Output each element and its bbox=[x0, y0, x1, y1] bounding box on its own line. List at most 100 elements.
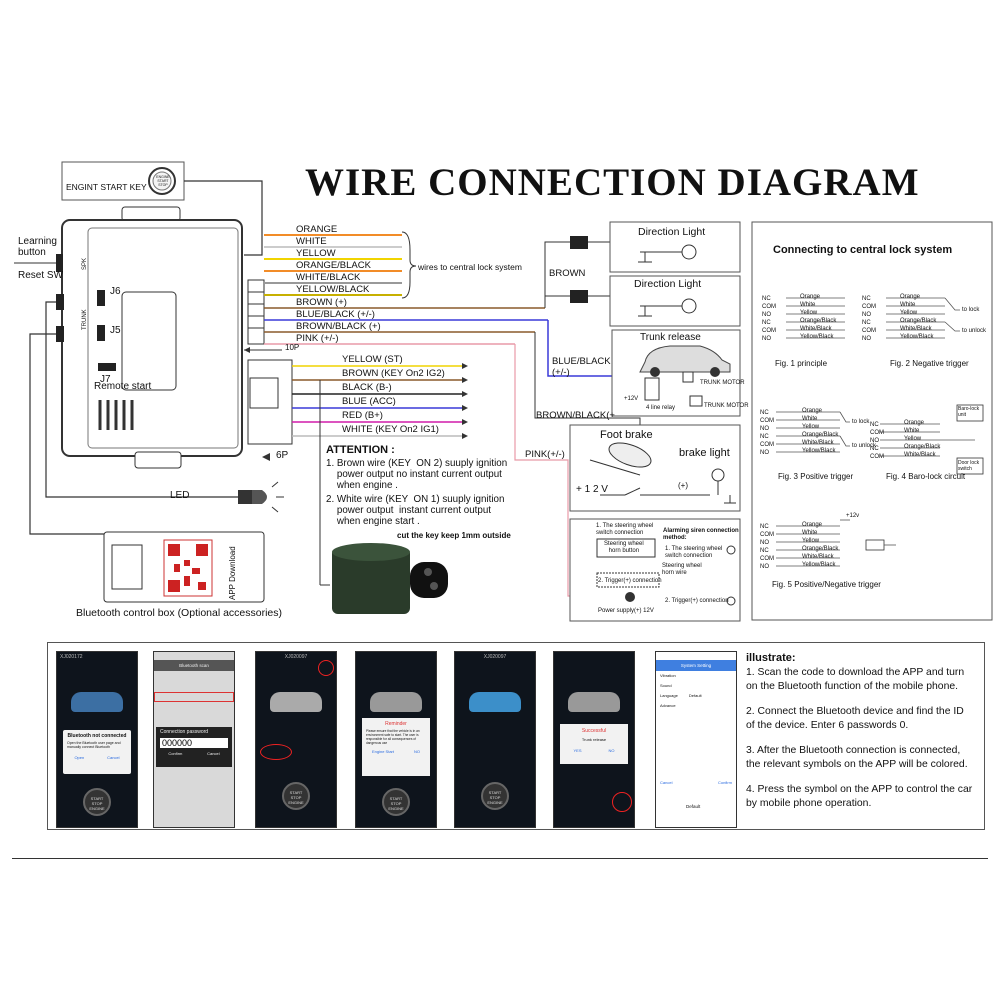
settings-language[interactable]: Language Default bbox=[660, 693, 702, 698]
fig2-caption: Fig. 2 Negative trigger bbox=[890, 359, 969, 368]
siren-box bbox=[569, 518, 741, 622]
foot-brake-box bbox=[569, 424, 741, 512]
settings-sound[interactable]: Sound bbox=[660, 683, 672, 688]
attention-title: ATTENTION : bbox=[326, 444, 395, 456]
illustrate-step-1: 1. Scan the code to download the APP and… bbox=[746, 667, 965, 692]
open-button[interactable]: Open bbox=[74, 755, 85, 760]
attention-2: 2. White wire (KEY ON 1) suuply ignition… bbox=[326, 494, 505, 527]
four-line-relay-label: 4 line relay bbox=[646, 405, 676, 411]
method-1-radio bbox=[726, 545, 736, 555]
phone-screen-4: Reminder Please ensure that the vehicle … bbox=[355, 651, 437, 828]
trunk-motor-icon bbox=[689, 395, 703, 407]
illustrate-section: illustrate: 1. Scan the code to download… bbox=[746, 652, 973, 809]
start-stop-button[interactable]: START STOP ENGINE bbox=[282, 782, 310, 810]
fig4-diagram bbox=[880, 404, 984, 475]
wire-blue-acc-label: BLUE (ACC) bbox=[342, 396, 396, 407]
siren-sw-conn: 1. The steering wheel switch connection bbox=[596, 523, 654, 536]
illustrate-step-3: 3. After the Bluetooth connection is con… bbox=[746, 745, 968, 770]
illustrate-step-4: 4. Press the symbol on the APP to contro… bbox=[746, 784, 973, 809]
default-option[interactable]: Default bbox=[686, 804, 701, 809]
phone-screen-5: XJ020097 START STOP ENGINE bbox=[454, 651, 536, 828]
fig5-diagram bbox=[776, 519, 896, 567]
confirm-button[interactable]: Confirm bbox=[168, 751, 183, 756]
foot-brake-label: Foot brake bbox=[600, 429, 653, 441]
siren-icon bbox=[625, 592, 635, 602]
siren-method-2: 2. Trigger(+) connection bbox=[665, 598, 729, 604]
remote-start-label: Remote start bbox=[94, 381, 152, 392]
bottom-divider bbox=[12, 858, 988, 859]
engine-key-label: ENGINT START KEY bbox=[66, 182, 147, 192]
password-input[interactable]: 000000 bbox=[160, 738, 228, 748]
car-image bbox=[568, 692, 620, 712]
bulb-icon bbox=[638, 244, 697, 263]
j7-label: J7 bbox=[100, 374, 111, 385]
car-image bbox=[71, 692, 123, 712]
learning-button-port bbox=[56, 254, 63, 272]
no-button[interactable]: NO bbox=[413, 749, 420, 754]
fig5-caption: Fig. 5 Positive/Negative trigger bbox=[772, 580, 881, 589]
bulb-icon bbox=[638, 298, 697, 317]
direction-light-box-2 bbox=[609, 275, 741, 327]
wire-white-label: WHITE bbox=[296, 236, 327, 247]
cancel-button[interactable]: Cancel bbox=[207, 751, 220, 756]
blue-black-label: BLUE/BLACK (+/-) bbox=[552, 356, 611, 378]
cut-key-note: cut the key keep 1mm outside bbox=[397, 531, 511, 540]
direction-connector-2 bbox=[570, 290, 588, 303]
cancel-button[interactable]: Cancel bbox=[107, 755, 120, 760]
module-tab-top bbox=[121, 206, 181, 222]
fig2-diagram bbox=[886, 297, 960, 339]
phone-screen-3: XJ020097 START STOP ENGINE bbox=[255, 651, 337, 828]
lock-wires-note: wires to central lock system bbox=[418, 262, 522, 272]
password-dialog: Connection password 000000 Confirm Cance… bbox=[156, 727, 232, 767]
engine-start-button[interactable]: Engine Start bbox=[371, 749, 394, 754]
brake-plus-label: (+) bbox=[678, 481, 688, 490]
siren-horn-wire: Steering wheel horn wire bbox=[662, 563, 702, 576]
page-title: WIRE CONNECTION DIAGRAM bbox=[305, 161, 920, 204]
yes-button[interactable]: YES bbox=[573, 748, 582, 753]
central-lock-title: Connecting to central lock system bbox=[773, 244, 953, 256]
fig1-caption: Fig. 1 principle bbox=[775, 359, 828, 368]
wire-brown-black-label: BROWN/BLACK (+) bbox=[296, 321, 381, 332]
settings-advance[interactable]: Advance bbox=[660, 703, 676, 708]
start-stop-button[interactable]: START STOP ENGINE bbox=[481, 782, 509, 810]
car-image bbox=[370, 692, 422, 712]
conn-10p-label: 10P bbox=[285, 343, 300, 352]
cancel-button[interactable]: Cancel bbox=[660, 780, 673, 785]
fig2-to-lock: to lock bbox=[962, 307, 980, 313]
fig1-diagram bbox=[786, 297, 845, 339]
selected-device bbox=[154, 692, 234, 702]
brown-label: BROWN bbox=[549, 268, 586, 279]
trunk-release-label: Trunk release bbox=[640, 332, 701, 343]
wire-black-label: BLACK (B-) bbox=[342, 382, 392, 393]
baro-unit-label: Baro-lock unit bbox=[958, 406, 980, 418]
settings-vibration[interactable]: Vibration bbox=[660, 673, 676, 678]
fig3-to-unlock: to unlock bbox=[852, 443, 877, 449]
fig5-plus12v: +12v bbox=[846, 513, 860, 519]
wire-orange-black-label: ORANGE/BLACK bbox=[296, 260, 371, 271]
phone-screen-1: XJ020172 Bluetooth not connected Open th… bbox=[56, 651, 138, 828]
start-stop-button[interactable]: START STOP ENGINE bbox=[382, 788, 410, 816]
trunk-motor-label: TRUNK MOTOR bbox=[700, 380, 745, 386]
reminder-dialog: Reminder Please ensure that the vehicle … bbox=[362, 718, 430, 776]
relay-icon bbox=[644, 377, 660, 401]
start-stop-button[interactable]: START STOP ENGINE bbox=[83, 788, 111, 816]
ignition-cylinder-icon bbox=[332, 543, 410, 614]
car-icon bbox=[639, 345, 731, 377]
siren-horn-button: Steering wheel horn button bbox=[604, 541, 644, 554]
car-key-icon bbox=[410, 562, 448, 598]
bluetooth-box-label: Bluetooth control box (Optional accessor… bbox=[76, 607, 283, 619]
wire-brown-label: BROWN (+) bbox=[296, 297, 347, 308]
confirm-button[interactable]: Confirm bbox=[717, 780, 732, 785]
dialog: Bluetooth not connected Open the Bluetoo… bbox=[63, 730, 131, 774]
brown-black-label: BROWN/BLACK(+ bbox=[536, 410, 615, 421]
module-tab-bottom bbox=[134, 451, 182, 469]
no-button[interactable]: NO bbox=[608, 748, 615, 753]
